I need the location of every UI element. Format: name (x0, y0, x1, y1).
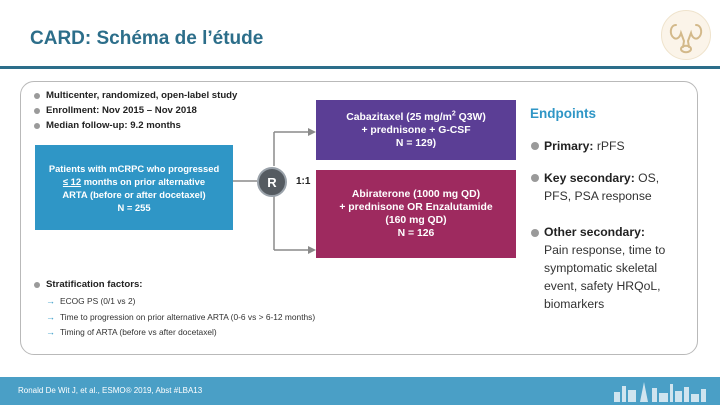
endpoint-primary-value: rPFS (593, 139, 625, 153)
population-line: ≤ 12 months on prior alternative (49, 175, 219, 188)
arta-arm-box: Abiraterone (1000 mg QD) + prednisone OR… (316, 170, 516, 258)
population-count: N = 255 (117, 201, 151, 213)
randomization-badge: R (257, 167, 287, 197)
stratification-factor: → Timing of ARTA (before vs after docetax… (46, 325, 315, 341)
stratification-factor: → Time to progression on prior alternativ… (46, 310, 315, 326)
stratification-factor-text: ECOG PS (0/1 vs 2) (60, 296, 136, 306)
population-line: Patients with mCRPC who progressed (48, 162, 220, 174)
right-arrow-icon: → (46, 296, 55, 306)
arm-line: + prednisone + G-CSF (361, 124, 471, 136)
endpoint-other-line: symptomatic skeletal (544, 261, 658, 275)
endpoint-other-line: Pain response, time to (544, 243, 666, 257)
footer-bar (0, 377, 720, 405)
endpoint-bullet-dot (531, 229, 539, 237)
right-arrow-icon: → (46, 327, 55, 337)
endpoint-key-secondary: Key secondary: OS, (544, 169, 659, 187)
title-divider (0, 66, 720, 69)
right-arrow-icon (308, 246, 316, 254)
endpoints-heading: Endpoints (530, 106, 596, 121)
arm-drug-text: Cabazitaxel (25 mg/m (346, 111, 452, 123)
randomization-ratio: 1:1 (296, 176, 311, 187)
city-skyline-icon (614, 382, 706, 402)
stratification-factor-list: → ECOG PS (0/1 vs 2) → Time to progression… (46, 294, 315, 341)
arm-superscript: 2 (451, 110, 456, 118)
population-line-rest: months on prior alternative (81, 175, 206, 187)
population-months-value: 12 (68, 175, 82, 187)
population-box: Patients with mCRPC who progressed ≤ 12 … (35, 145, 233, 230)
design-bullet: Median follow-up: 9.2 months (33, 118, 237, 133)
stratification-heading: Stratification factors: (33, 277, 143, 292)
endpoint-primary-label: Primary: (544, 139, 594, 153)
arm-schedule-text: Q3W) (455, 111, 486, 123)
design-bullet: Multicenter, randomized, open-label stud… (33, 88, 237, 103)
study-design-frame (20, 81, 698, 355)
design-bullet-list: Multicenter, randomized, open-label stud… (33, 88, 237, 133)
stratification-factor-text: Time to progression on prior alternative… (60, 311, 316, 322)
arm-line: (160 mg QD) (385, 215, 447, 226)
population-leq-sign: ≤ (62, 175, 69, 187)
right-arrow-icon: → (46, 311, 55, 322)
arm-line: Abiraterone (1000 mg QD) (351, 189, 481, 200)
arm-line: Cabazitaxel (25 mg/m2 Q3W) (346, 110, 486, 124)
arm-line: + prednisone OR Enzalutamide (339, 202, 493, 213)
endpoint-other-label: Other secondary: (544, 225, 645, 239)
kidney-bladder-logo-icon (661, 10, 711, 60)
endpoint-other-line: biomarkers (544, 297, 605, 311)
endpoint-key-secondary-cont: PFS, PSA response (544, 189, 652, 203)
right-arrow-icon (308, 128, 316, 136)
cabazitaxel-arm-box: Cabazitaxel (25 mg/m2 Q3W) + prednisone … (316, 100, 516, 160)
design-bullet: Enrollment: Nov 2015 – Nov 2018 (33, 103, 237, 118)
endpoint-bullet-dot (531, 142, 539, 150)
slide-title: CARD: Schéma de l’étude (30, 28, 264, 49)
endpoint-key-label: Key secondary: (544, 171, 635, 185)
endpoint-other-line: event, safety HRQoL, (544, 279, 661, 293)
stratification-heading-list: Stratification factors: (33, 277, 143, 292)
arm-count: N = 129) (395, 137, 437, 149)
footer-citation: Ronald De Wit J, et al., ESMO® 2019, Abs… (18, 386, 203, 395)
stratification-factor-text: Timing of ARTA (before vs after docetaxe… (60, 327, 217, 337)
endpoint-bullet-dot (531, 174, 539, 182)
population-line: ARTA (before or after docetaxel) (62, 188, 206, 200)
arm-count: N = 126 (397, 228, 435, 239)
stratification-factor: → ECOG PS (0/1 vs 2) (46, 294, 315, 310)
endpoint-primary: Primary: rPFS (544, 137, 625, 155)
endpoint-key-value: OS, (634, 171, 660, 185)
